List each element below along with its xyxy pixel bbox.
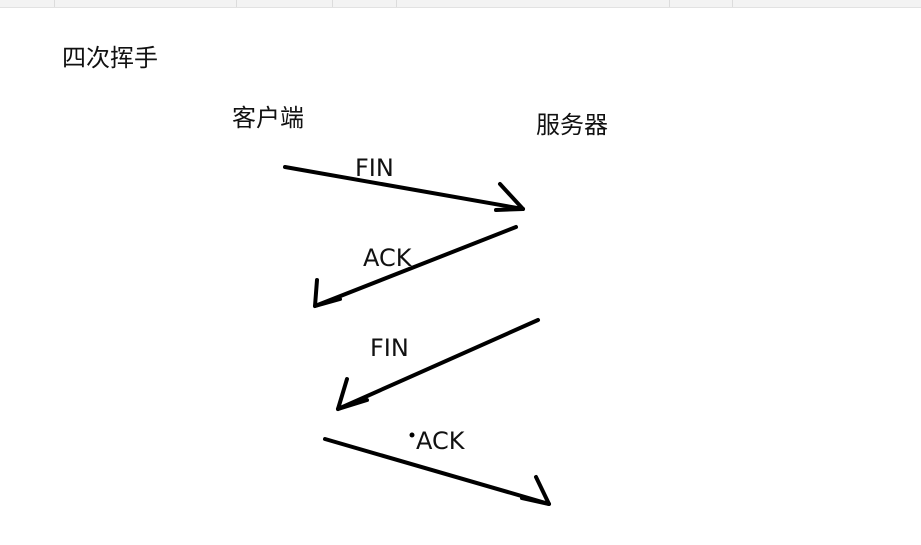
client-label: 客户端: [232, 104, 304, 132]
arrow-shaft: [336, 318, 540, 411]
arrow-shaft: [313, 225, 518, 308]
arrow-ack-client-to-server: [323, 437, 551, 506]
arrow-head: [520, 475, 551, 506]
toolbar-divider: [669, 0, 670, 7]
arrow-fin-client-to-server: [283, 165, 525, 212]
arrow-head: [494, 182, 525, 212]
diagram-title: 四次挥手: [62, 44, 158, 72]
message-label-ack: ACK: [363, 244, 412, 272]
arrow-shaft: [323, 437, 551, 506]
toolbar-divider: [396, 0, 397, 7]
arrow-head: [336, 377, 369, 411]
toolbar-divider: [332, 0, 333, 7]
arrow-head: [313, 278, 342, 308]
arrow-ack-server-to-client: [313, 225, 518, 308]
message-label-fin: FIN: [370, 334, 409, 362]
arrow-fin-server-to-client: [336, 318, 540, 411]
arrow-shaft: [283, 165, 525, 211]
message-label-ack: ACK: [416, 427, 465, 455]
top-toolbar-strip: [0, 0, 921, 8]
server-label: 服务器: [536, 111, 608, 139]
toolbar-divider: [54, 0, 55, 7]
message-label-fin: FIN: [355, 154, 394, 182]
toolbar-divider: [236, 0, 237, 7]
stray-dot: [409, 432, 415, 438]
toolbar-divider: [732, 0, 733, 7]
